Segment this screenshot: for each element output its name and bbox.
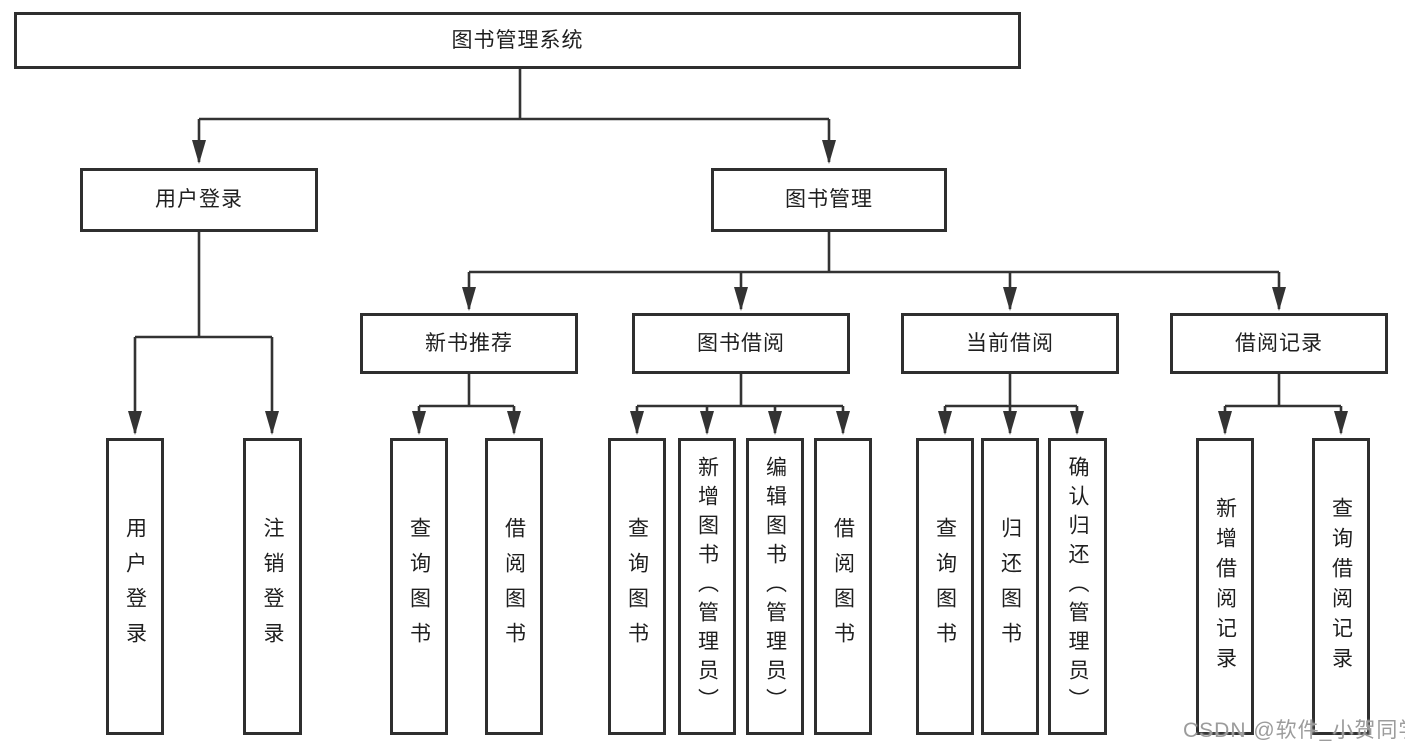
node-label: 借阅记录 [1235,331,1323,355]
node-current-borrow: 当前借阅 [901,313,1119,374]
leaf-label: 新增借阅记录 [1213,496,1237,677]
leaf-label: 归还图书 [998,516,1022,657]
leaf-edit-book-admin: 编辑图书（管理员） [746,438,804,735]
node-borrow-records: 借阅记录 [1170,313,1388,374]
leaf-confirm-return-admin: 确认归还（管理员） [1048,438,1107,735]
node-user-login-label: 用户登录 [155,188,243,212]
watermark: CSDN @软件_小贺同学 [1183,719,1405,742]
node-user-login: 用户登录 [80,168,318,232]
node-new-book-recommend: 新书推荐 [360,313,578,374]
node-root-label: 图书管理系统 [451,28,584,52]
leaf-label: 注销登录 [261,516,284,657]
leaf-add-book-admin: 新增图书（管理员） [678,438,736,735]
leaf-label: 确认归还（管理员） [1066,456,1089,717]
node-book-borrow: 图书借阅 [632,313,850,374]
leaf-add-borrow-record: 新增借阅记录 [1196,438,1254,735]
leaf-query-books: 查询图书 [390,438,448,735]
leaf-label: 新增图书（管理员） [695,456,719,717]
leaf-label: 借阅图书 [831,516,855,657]
node-book-management-label: 图书管理 [785,188,873,212]
leaf-query-books: 查询图书 [608,438,666,735]
leaf-user-login: 用户登录 [106,438,164,735]
leaf-label: 查询借阅记录 [1329,496,1353,677]
node-label: 当前借阅 [966,331,1054,355]
leaf-borrow-book: 借阅图书 [814,438,872,735]
leaf-query-books: 查询图书 [916,438,974,735]
leaf-query-borrow-record: 查询借阅记录 [1312,438,1370,735]
leaf-label: 编辑图书（管理员） [763,456,787,717]
leaf-label: 借阅图书 [502,516,526,657]
leaf-return-book: 归还图书 [981,438,1039,735]
node-label: 图书借阅 [697,331,785,355]
leaf-label: 查询图书 [625,516,649,657]
leaf-label: 查询图书 [933,516,957,657]
leaf-logout: 注销登录 [243,438,302,735]
leaf-label: 查询图书 [407,516,431,657]
node-root: 图书管理系统 [14,12,1021,69]
node-label: 新书推荐 [425,331,513,355]
leaf-label: 用户登录 [123,516,147,657]
node-book-management: 图书管理 [711,168,947,232]
leaf-borrow-book: 借阅图书 [485,438,543,735]
